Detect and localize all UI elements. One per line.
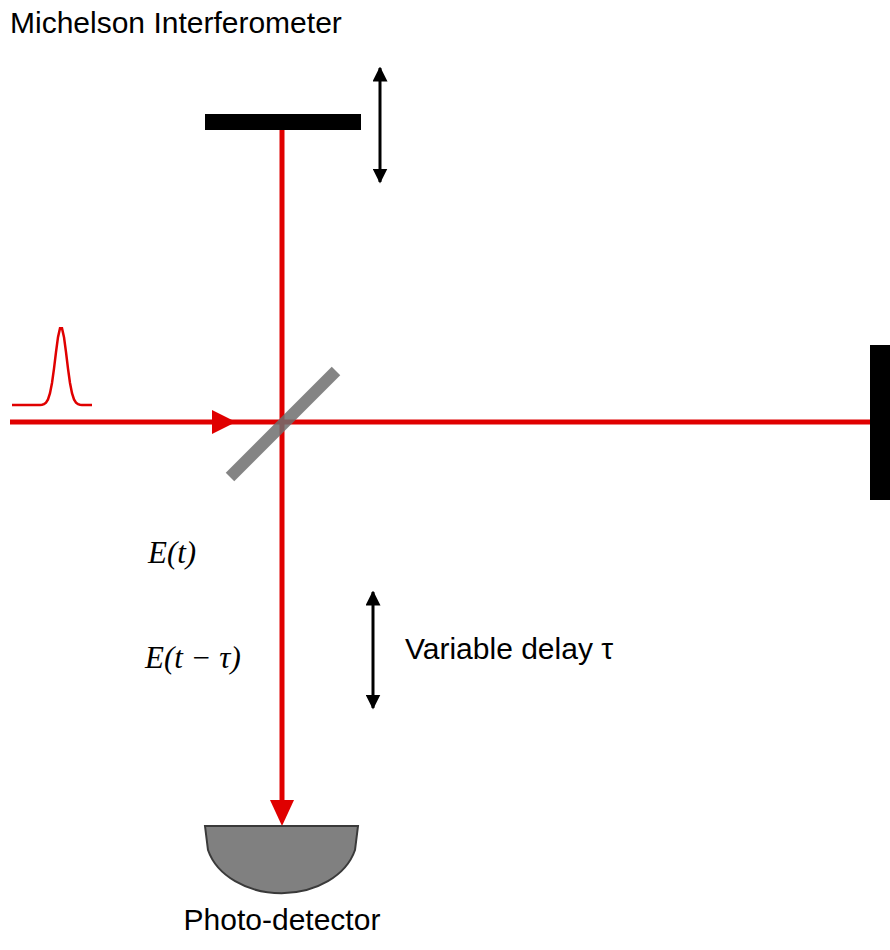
- diagram-title: Michelson Interferometer: [10, 6, 342, 41]
- photo-detector-symbol: [205, 826, 358, 893]
- input-beam: [10, 420, 870, 425]
- beam-arrowhead: [212, 410, 236, 434]
- fixed-mirror: [870, 345, 890, 500]
- field-label: E(t): [148, 535, 196, 571]
- beam-arrowhead: [270, 800, 294, 826]
- detector-label: Photo-detector: [184, 903, 381, 938]
- output-beam: [280, 130, 285, 805]
- movable-mirror: [205, 114, 361, 130]
- beam-splitter: [230, 371, 336, 477]
- delayed-field-label: E(t − τ): [145, 640, 241, 676]
- mirror-motion-arrow: [379, 68, 382, 182]
- gaussian-pulse: [12, 328, 92, 405]
- delay-label: Variable delay τ: [405, 632, 613, 667]
- delay-arrow: [372, 592, 375, 708]
